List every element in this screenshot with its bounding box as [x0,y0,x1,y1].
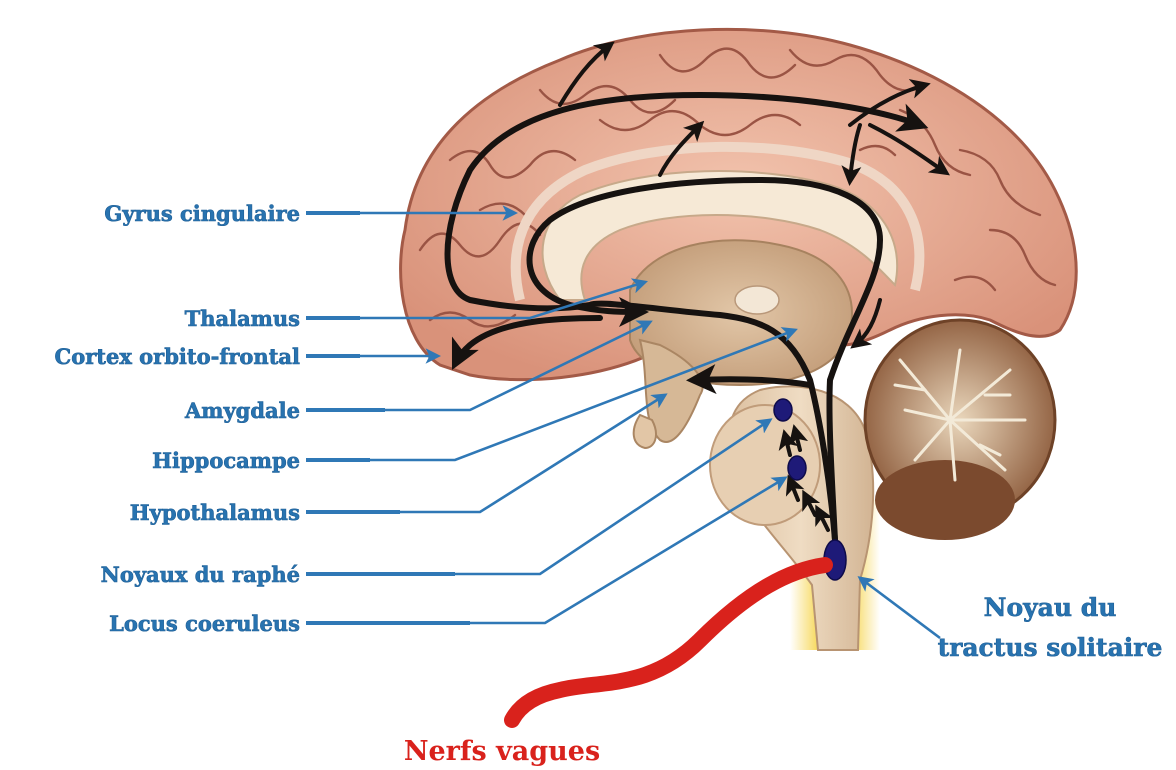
cerebellum [865,320,1055,540]
label-thalamus: Thalamus [185,306,300,331]
raphe-nucleus [788,456,806,480]
label-cortex-orbito-frontal: Cortex orbito-frontal [55,344,301,369]
locus-coeruleus-nucleus [774,399,792,421]
vagus-nerve [512,565,825,720]
label-hippocampe: Hippocampe [152,448,300,473]
label-hypothalamus: Hypothalamus [130,500,300,525]
label-locus-coeruleus: Locus coeruleus [109,611,300,636]
pituitary [634,415,656,448]
interthalamic-adhesion [735,286,779,314]
label-amygdale: Amygdale [184,398,300,423]
label-noyau-du-tractus-solitaire-line1: Noyau du [984,593,1117,622]
label-nerfs-vagues: Nerfs vagues [404,736,600,767]
label-gyrus-cingulaire: Gyrus cingulaire [104,201,300,226]
brain-illustration [401,29,1077,720]
label-noyau-du-tractus-solitaire-line2: tractus solitaire [938,633,1163,662]
label-noyaux-du-raphe: Noyaux du raphé [101,562,300,587]
